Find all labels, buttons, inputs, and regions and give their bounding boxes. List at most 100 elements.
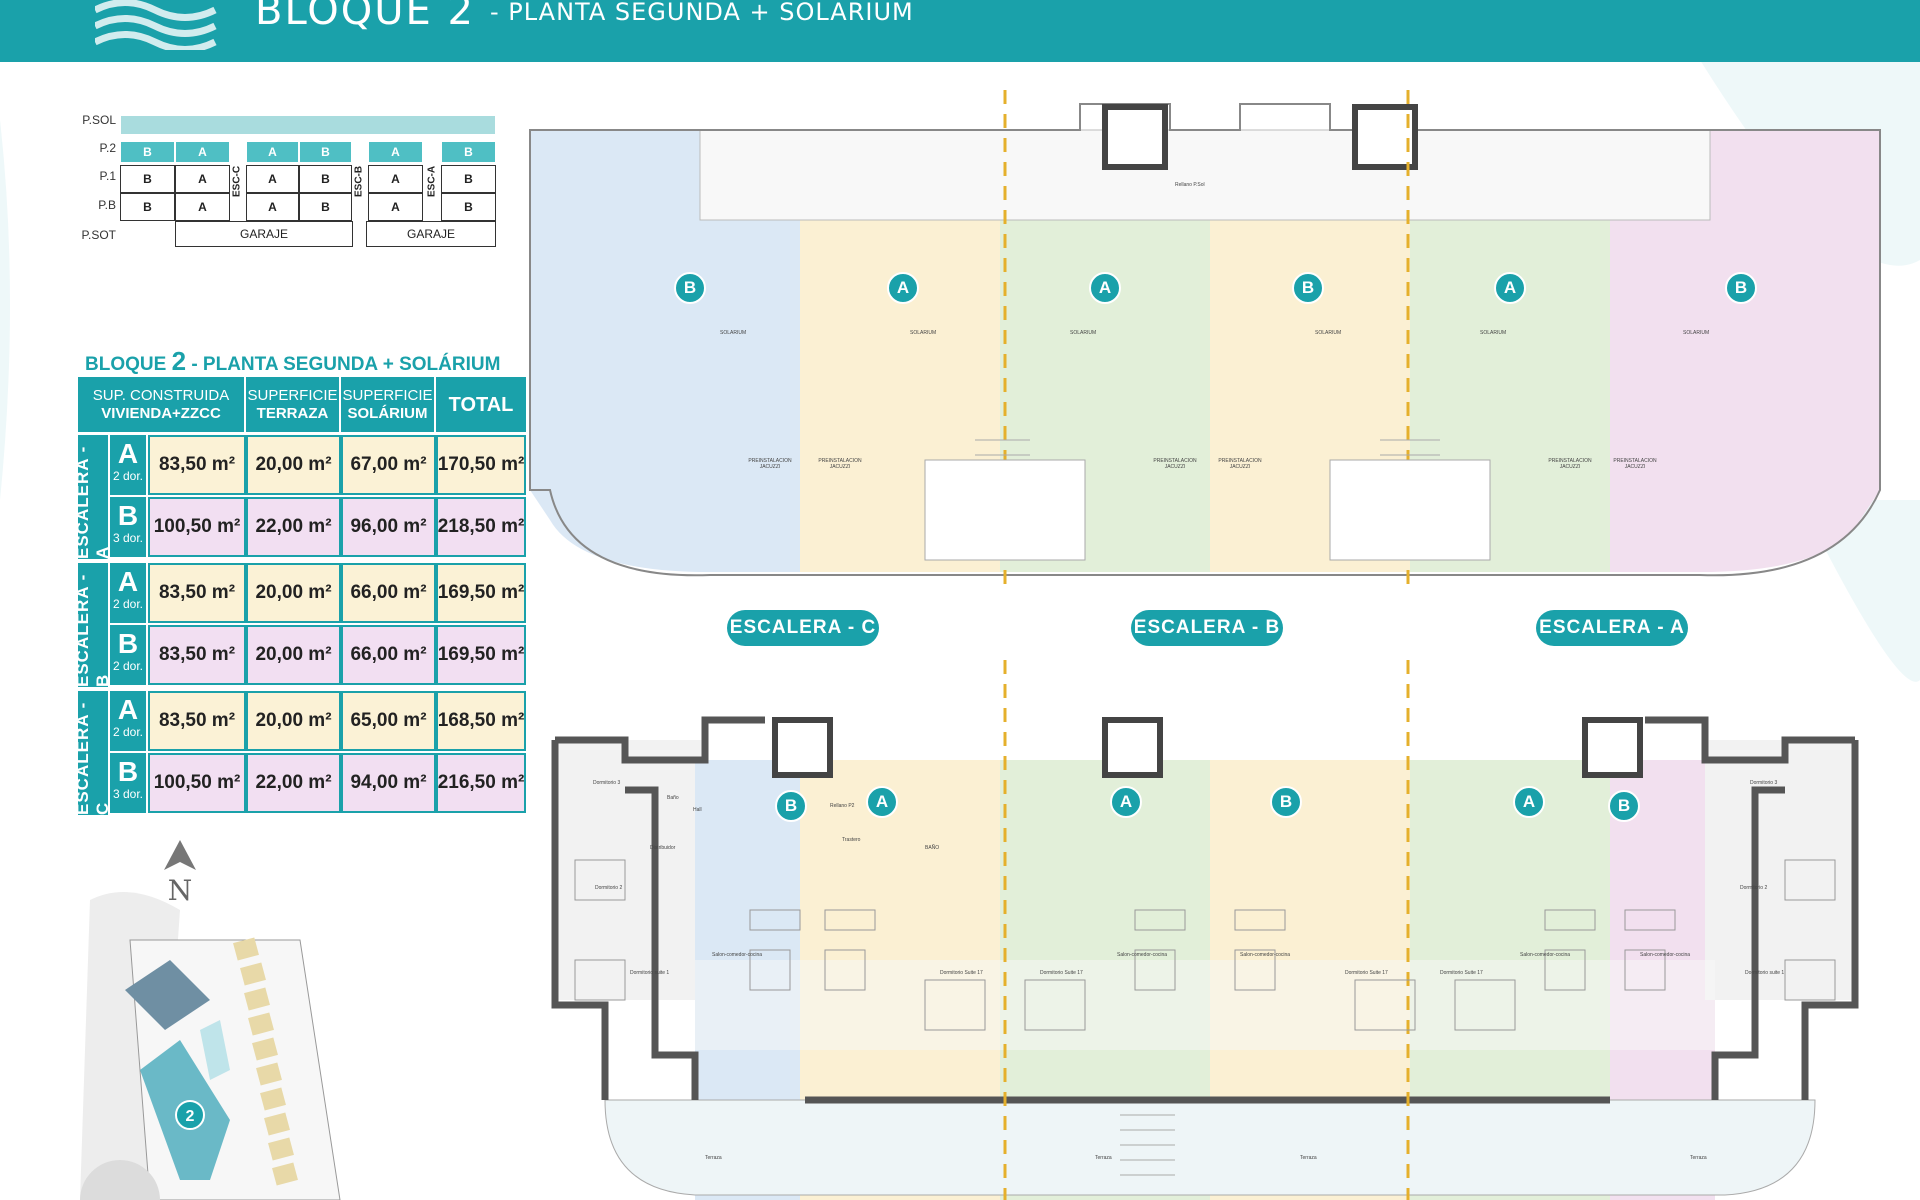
table-title: BLOQUE 2 - PLANTA SEGUNDA + SOLÁRIUM (85, 346, 501, 376)
area-value-terraza: 22,00 m² (246, 753, 341, 813)
second-floor-plan (551, 660, 1859, 1200)
area-value-sup: 100,50 m² (148, 753, 246, 813)
area-value-sup: 83,50 m² (148, 691, 246, 751)
unit-marker: A (1513, 786, 1545, 818)
jacuzzi-label: PREINSTALACION JACUZZI (1548, 458, 1592, 470)
unit-marker: A (887, 272, 919, 304)
stack-unit-cell: A (175, 165, 230, 193)
room-label: Baño (667, 795, 679, 801)
stack-unit-cell: B (299, 141, 352, 163)
unit-marker: B (674, 272, 706, 304)
stack-unit-cell: B (299, 165, 352, 193)
area-value-solarium: 66,00 m² (341, 563, 436, 623)
room-label: Distribuidor (650, 845, 676, 851)
room-label: Dormitorio 3 (593, 780, 621, 786)
area-value-terraza: 20,00 m² (246, 691, 341, 751)
unit-type-letter: B (117, 628, 139, 659)
jacuzzi-label: PREINSTALACION JACUZZI (748, 458, 792, 470)
area-value-solarium: 94,00 m² (341, 753, 436, 813)
unit-bedrooms: 2 dor. (112, 597, 144, 611)
room-label: Salon-comedor-cocina (1117, 952, 1168, 958)
unit-type-letter: A (117, 438, 139, 469)
room-label: Dormitorio 3 (1750, 780, 1778, 786)
room-label: SOLARIUM (1315, 330, 1342, 336)
unit-marker: A (1110, 786, 1142, 818)
room-label: SOLARIUM (720, 330, 747, 336)
stack-garaje-cell: GARAJE (175, 221, 353, 247)
header-bar: BLOQUE 2 - PLANTA SEGUNDA + SOLARIUM (0, 0, 1920, 62)
area-value-solarium: 65,00 m² (341, 691, 436, 751)
area-value-terraza: 20,00 m² (246, 435, 341, 495)
unit-bedrooms: 2 dor. (112, 725, 144, 739)
unit-bedrooms: 3 dor. (112, 787, 144, 801)
level-label: P.SOL (82, 113, 116, 127)
stack-escalera-label: ESC-A (426, 165, 438, 197)
unit-marker: A (866, 786, 898, 818)
unit-marker: B (1292, 272, 1324, 304)
unit-marker: A (1089, 272, 1121, 304)
unit-type-letter: A (117, 566, 139, 597)
area-value-total: 169,50 m² (436, 563, 526, 623)
room-label: SOLARIUM (1683, 330, 1710, 336)
escalera-c-tag: ESCALERA - C (727, 610, 879, 646)
svg-text:N: N (168, 874, 193, 907)
stack-unit-cell: A (246, 193, 299, 221)
stack-unit-cell: A (175, 193, 230, 221)
area-value-sup: 83,50 m² (148, 435, 246, 495)
unit-marker: B (775, 790, 807, 822)
room-label: Hall (693, 807, 702, 813)
area-value-total: 218,50 m² (436, 497, 526, 557)
room-label: Dormitorio suite 1 (630, 970, 670, 976)
jacuzzi-label: PREINSTALACION JACUZZI (1218, 458, 1262, 470)
room-label: Dormitorio Suite 17 (1040, 970, 1083, 976)
stack-escalera-label: ESC-B (353, 165, 365, 197)
stack-escalera-label: ESC-C (231, 165, 243, 197)
room-label: Rellano P2 (830, 803, 855, 809)
area-value-solarium: 96,00 m² (341, 497, 436, 557)
room-label: Terraza (1095, 1155, 1112, 1161)
level-label: P.2 (99, 141, 116, 155)
stack-unit-cell: B (441, 165, 496, 193)
jacuzzi-label: PREINSTALACION JACUZZI (1153, 458, 1197, 470)
solarium-bar (120, 115, 496, 135)
stack-unit-cell: A (175, 141, 230, 163)
stack-unit-cell: B (120, 165, 175, 193)
stack-unit-cell: A (368, 165, 423, 193)
col-header-total: TOTAL (436, 377, 526, 432)
jacuzzi-label: PREINSTALACION JACUZZI (1613, 458, 1657, 470)
stack-unit-cell: A (246, 165, 299, 193)
room-label: Terraza (1300, 1155, 1317, 1161)
room-label: BAÑO (925, 845, 940, 851)
area-value-solarium: 66,00 m² (341, 625, 436, 685)
area-value-sup: 83,50 m² (148, 563, 246, 623)
stack-unit-cell: B (441, 193, 496, 221)
room-label: Salon-comedor-cocina (712, 952, 763, 958)
escalera-group-label: ESCALERA - B (73, 563, 112, 687)
jacuzzi-label: PREINSTALACION JACUZZI (818, 458, 862, 470)
room-label: Dormitorio Suite 17 (940, 970, 983, 976)
room-label: Salon-comedor-cocina (1520, 952, 1571, 958)
room-label: Terraza (705, 1155, 722, 1161)
unit-bedrooms: 2 dor. (112, 659, 144, 673)
unit-bedrooms: 2 dor. (112, 469, 144, 483)
room-label: Dormitorio 2 (1740, 885, 1768, 891)
north-arrow-icon: N (164, 840, 196, 907)
escalera-a-tag: ESCALERA - A (1536, 610, 1688, 646)
stack-unit-cell: B (441, 141, 496, 163)
unit-marker: A (1494, 272, 1526, 304)
unit-marker: B (1725, 272, 1757, 304)
unit-bedrooms: 3 dor. (112, 531, 144, 545)
stack-unit-cell: B (120, 141, 175, 163)
stack-garaje-cell: GARAJE (366, 221, 496, 247)
logo-wave-icon (95, 0, 217, 50)
room-label: Dormitorio Suite 17 (1440, 970, 1483, 976)
stack-unit-cell: B (299, 193, 352, 221)
level-label: P.B (98, 198, 116, 212)
solarium-floor-plan (529, 90, 1881, 590)
site-plan: 2 (80, 892, 341, 1200)
